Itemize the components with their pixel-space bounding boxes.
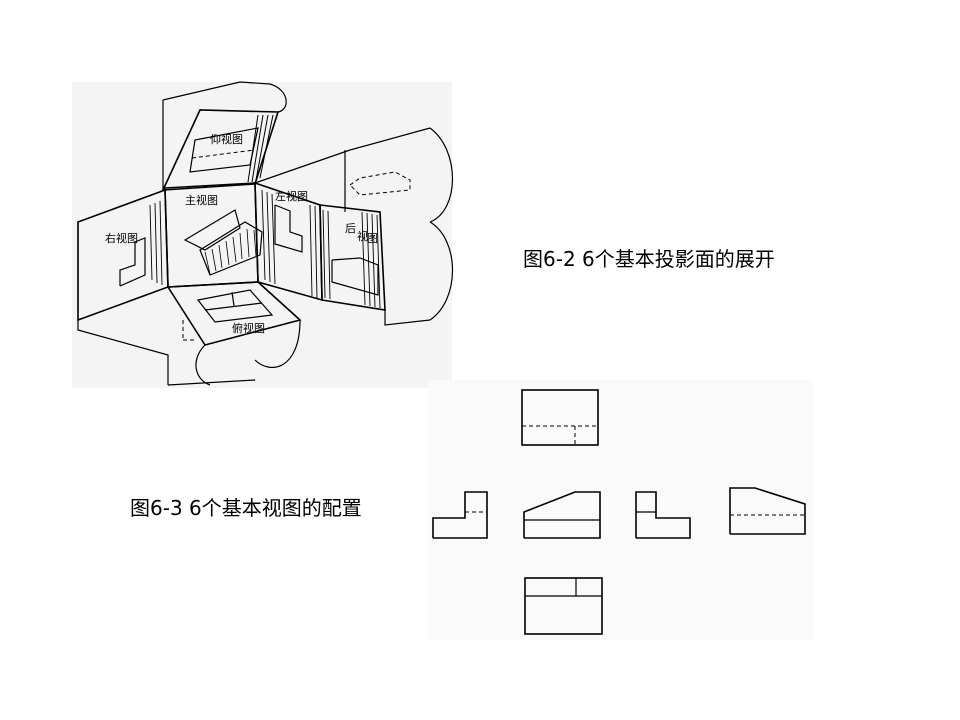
rear-view	[729, 487, 806, 535]
front-view	[523, 491, 601, 539]
left-view	[635, 491, 691, 539]
rear-view-label-3: 图	[367, 232, 378, 245]
fold-outlines	[77, 127, 454, 386]
front-view-label: 主视图	[185, 193, 218, 207]
top-view	[524, 577, 603, 635]
front-panel: 主视图	[164, 182, 263, 288]
bottom-up-view-label: 仰视图	[210, 132, 243, 146]
figure-6-2-caption: 图6-2 6个基本投影面的展开	[523, 247, 775, 271]
top-view-label: 俯视图	[232, 321, 265, 335]
views-background	[428, 380, 813, 640]
bottom-up-view	[521, 389, 599, 446]
left-view-label: 左视图	[275, 189, 308, 203]
rear-view-label-2: 视	[357, 229, 368, 243]
right-view-label: 右视图	[105, 231, 138, 245]
bottom-up-view-panel: 仰视图	[161, 81, 287, 191]
figure-6-3-caption: 图6-3 6个基本视图的配置	[130, 496, 362, 520]
right-view	[432, 491, 488, 539]
rear-view-label-1: 后	[345, 222, 356, 235]
right-view-panel: 右视图	[77, 188, 169, 322]
